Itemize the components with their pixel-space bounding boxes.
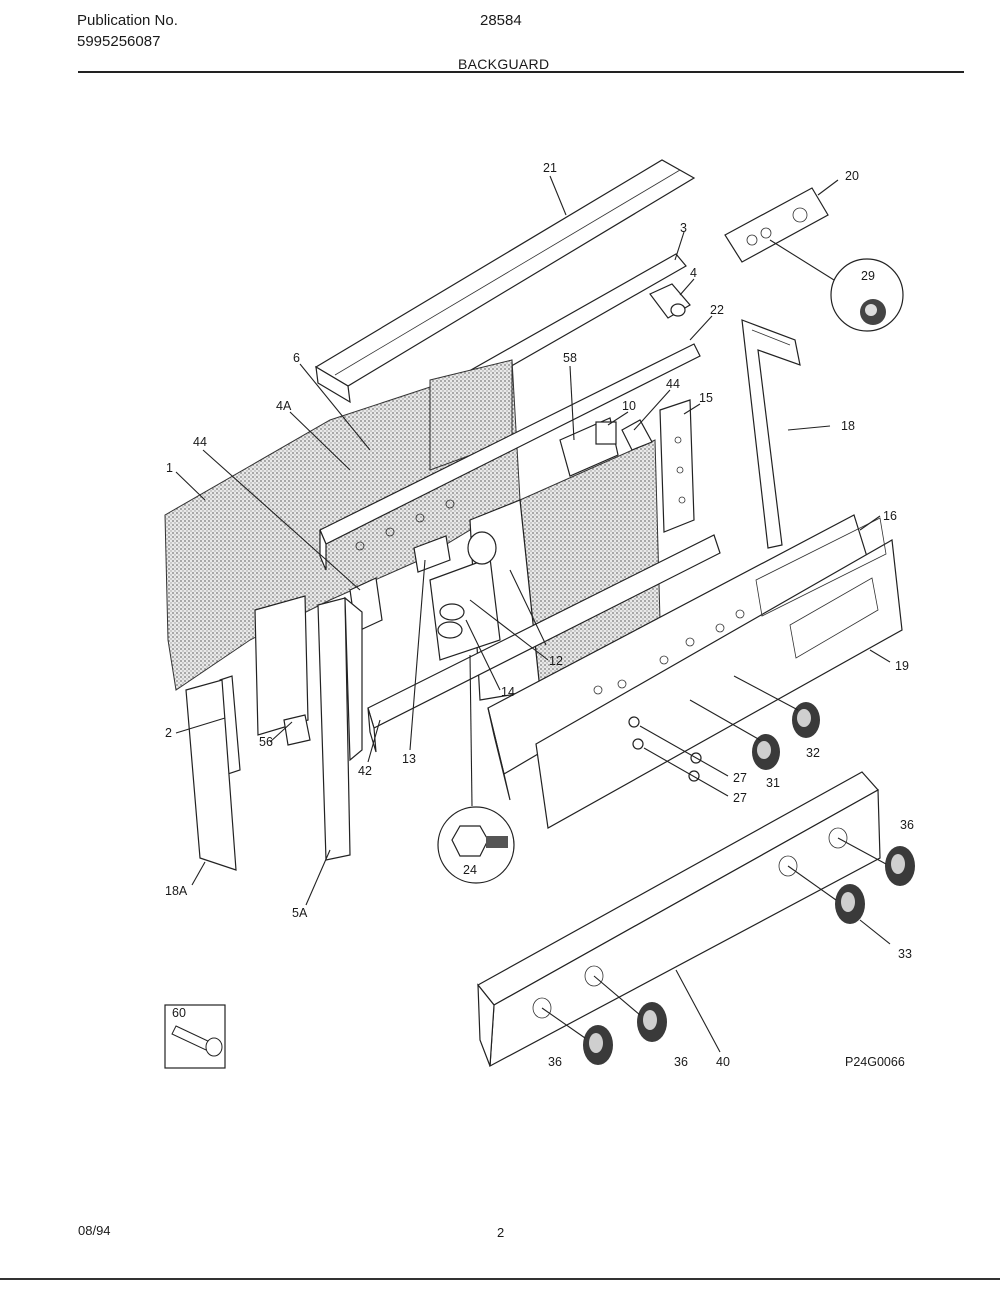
- part-21-top-trim: [314, 159, 696, 404]
- callout-36-c: 36: [674, 1055, 688, 1069]
- part-60-screw-inset: [164, 1004, 226, 1069]
- callout-labels: 21 20 3 4 22 29 6 4A 58 44 10 15 18 44 1…: [165, 161, 914, 1069]
- part-32-knob: [792, 702, 820, 738]
- part-15-side-bracket: [659, 399, 695, 533]
- part-18a-bracket: [185, 679, 237, 871]
- callout-32: 32: [806, 746, 820, 760]
- callout-15: 15: [699, 391, 713, 405]
- callout-29: 29: [861, 269, 875, 283]
- callout-27-a: 27: [733, 771, 747, 785]
- part-4-lamp-holder: [649, 283, 691, 319]
- callout-10: 10: [622, 399, 636, 413]
- publication-number: 5995256087: [77, 33, 161, 50]
- callout-56: 56: [259, 735, 273, 749]
- callout-18a: 18A: [165, 884, 188, 898]
- callout-60: 60: [172, 1006, 186, 1020]
- model-number: 28584: [480, 12, 522, 29]
- part-22-channel: [319, 343, 701, 571]
- part-18-end-bracket: [741, 319, 801, 549]
- header-rule: [78, 71, 964, 73]
- section-title: BACKGUARD: [458, 56, 550, 72]
- callout-1: 1: [166, 461, 173, 475]
- part-24-valve-detail: [437, 806, 515, 884]
- part-20-clock-timer: [724, 187, 829, 263]
- part-36-knob-a: [885, 846, 915, 886]
- callout-42: 42: [358, 764, 372, 778]
- callout-44-lower: 44: [193, 435, 207, 449]
- callout-22: 22: [710, 303, 724, 317]
- part-29-knob-detail: [830, 258, 904, 332]
- callout-58: 58: [563, 351, 577, 365]
- part-19-control-overlay: [535, 517, 903, 829]
- callout-16: 16: [883, 509, 897, 523]
- callout-36-a: 36: [900, 818, 914, 832]
- publication-label: Publication No.: [77, 12, 178, 29]
- part-40-lower-panel: [477, 771, 881, 1068]
- callout-4a: 4A: [276, 399, 292, 413]
- callout-31: 31: [766, 776, 780, 790]
- callout-24: 24: [463, 863, 477, 877]
- callout-27-b: 27: [733, 791, 747, 805]
- callout-6: 6: [293, 351, 300, 365]
- callout-12: 12: [549, 654, 563, 668]
- callout-21: 21: [543, 161, 557, 175]
- callout-36-b: 36: [548, 1055, 562, 1069]
- part-56-bracket: [254, 595, 311, 746]
- callout-40: 40: [716, 1055, 730, 1069]
- page-number: 2: [497, 1225, 505, 1240]
- part-31-knob: [752, 734, 780, 770]
- callout-2: 2: [165, 726, 172, 740]
- callout-20: 20: [845, 169, 859, 183]
- diagram-code: P24G0066: [845, 1055, 905, 1069]
- callout-14: 14: [501, 685, 515, 699]
- footer-date: 08/94: [78, 1223, 111, 1238]
- leader-lines: [175, 175, 891, 1053]
- part-10-switch: [595, 421, 617, 445]
- callout-13: 13: [402, 752, 416, 766]
- callout-4: 4: [690, 266, 697, 280]
- callout-33: 33: [898, 947, 912, 961]
- part-5a-side-rail: [317, 596, 363, 861]
- part-14-switch-assembly: [429, 531, 501, 661]
- callout-3: 3: [680, 221, 687, 235]
- callout-18: 18: [841, 419, 855, 433]
- footer-rule: [0, 1278, 1000, 1280]
- part-44-bracket-upper: [621, 419, 653, 451]
- part-33-knob: [835, 884, 865, 924]
- callout-5a: 5A: [292, 906, 308, 920]
- part-36-knob-c: [583, 1025, 613, 1065]
- callout-19: 19: [895, 659, 909, 673]
- part-13-bracket: [413, 535, 451, 573]
- part-36-knob-b: [637, 1002, 667, 1042]
- callout-44-upper: 44: [666, 377, 680, 391]
